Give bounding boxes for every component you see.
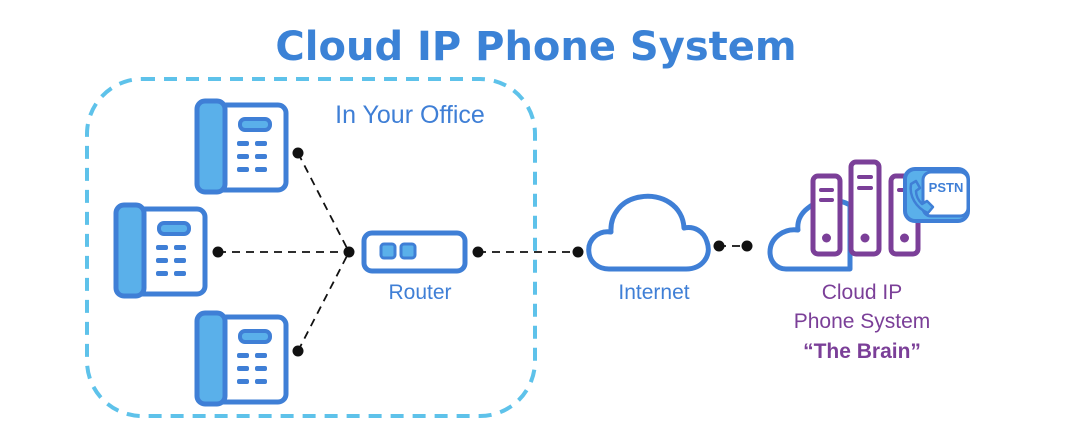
desk-phone-icon (116, 205, 205, 296)
phone-handset-icon (909, 179, 935, 215)
server-icon (848, 159, 882, 257)
dot (572, 246, 584, 258)
pstn-label: PSTN (929, 180, 964, 195)
office-boundary (85, 77, 537, 418)
internet-label: Internet (618, 281, 689, 304)
dot (212, 246, 224, 258)
cloud-system-label-line2: Phone System (794, 310, 931, 333)
router-icon (361, 230, 468, 274)
desk-phone-icon (197, 101, 286, 192)
dot (741, 240, 753, 252)
router-label: Router (388, 281, 451, 304)
pstn-badge: PSTN (903, 167, 970, 223)
diagram-title: Cloud IP Phone System (275, 24, 796, 70)
dot (343, 246, 355, 258)
server-icon (810, 173, 843, 257)
cloud-system-label-line3: “The Brain” (803, 340, 921, 363)
dot (472, 246, 484, 258)
internet-cloud-icon (586, 193, 711, 272)
server-rack-icon (810, 159, 921, 257)
office-label: In Your Office (335, 101, 485, 129)
dot (292, 147, 304, 159)
cloud-system-label-line1: Cloud IP (822, 281, 903, 304)
link-phone-top-router (297, 152, 350, 253)
link-phone-bottom-router (297, 251, 350, 352)
dot (292, 345, 304, 357)
dot (713, 240, 725, 252)
connection-dots (212, 147, 753, 357)
desk-phone-icon (197, 313, 286, 404)
